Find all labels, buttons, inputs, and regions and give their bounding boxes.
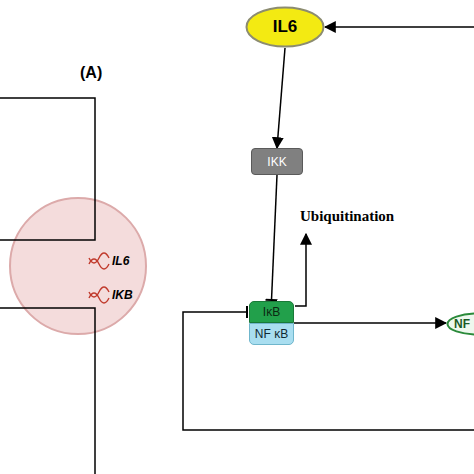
signal-ellipse: IL6 xyxy=(245,6,325,48)
connector xyxy=(294,322,446,324)
cell-nucleus xyxy=(10,198,146,334)
connector xyxy=(325,27,474,312)
panel-frame xyxy=(0,98,95,240)
protein-box: IκB xyxy=(249,301,294,323)
connector xyxy=(183,312,474,430)
node-text: IL6 xyxy=(273,17,298,37)
node-ellipse xyxy=(247,8,324,47)
protein-ellipse: NF xyxy=(446,312,474,336)
panel-frame xyxy=(0,308,95,474)
connector xyxy=(277,48,285,148)
node-text: IKK xyxy=(267,155,286,169)
dna-symbol xyxy=(89,253,109,269)
panel-label: (A) xyxy=(80,64,102,82)
gene-label: IKB xyxy=(112,288,133,302)
node-text: NF xyxy=(454,317,470,331)
ubiquitination-arrow xyxy=(295,234,306,306)
protein-box: NF κB xyxy=(249,323,294,345)
node-text: NF κB xyxy=(255,327,288,341)
node-ellipse xyxy=(448,314,474,335)
connector xyxy=(272,175,278,300)
process-label: Ubiquitination xyxy=(300,208,394,225)
gene-label: IL6 xyxy=(112,254,129,268)
process-box: IKK xyxy=(251,148,303,175)
dna-symbol xyxy=(89,287,109,303)
node-text: IκB xyxy=(263,305,280,319)
